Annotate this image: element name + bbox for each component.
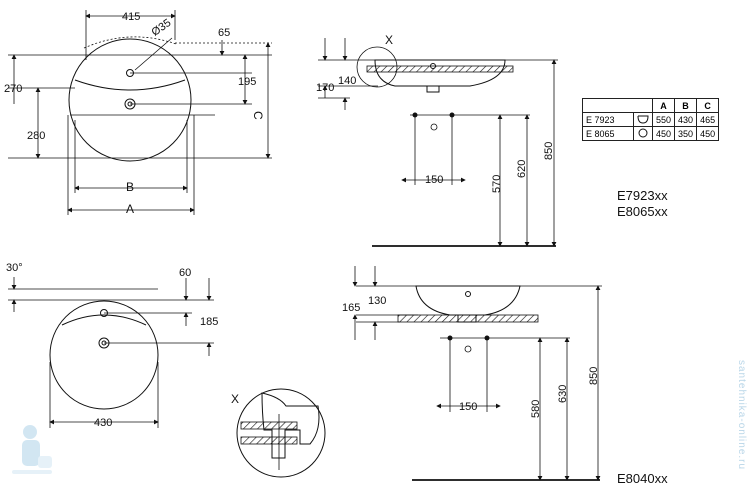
dim-570: 570 [491, 175, 503, 193]
spec-header-model [582, 98, 653, 113]
spec-model: E 7923 [582, 112, 634, 127]
dim-65: 65 [218, 27, 230, 39]
dim-130: 130 [368, 295, 386, 307]
semicircle-icon [633, 112, 653, 127]
dim-850-top: 850 [543, 142, 555, 160]
spec-c: 450 [696, 126, 720, 141]
spec-header-c: C [696, 98, 720, 113]
dim-580: 580 [530, 400, 542, 418]
bowl-plan-view: 30° 60 185 430 [6, 262, 218, 429]
detail-view-label: X [231, 392, 239, 406]
dim-415: 415 [122, 11, 140, 23]
dim-185: 185 [200, 316, 218, 328]
table-row: E 8065 450 350 450 [582, 126, 720, 141]
detail-x-label: X [385, 33, 393, 47]
dim-140: 140 [338, 75, 356, 87]
spec-header-b: B [674, 98, 698, 113]
dim-280: 280 [27, 130, 45, 142]
spec-table-header: A B C [582, 98, 720, 113]
dim-195: 195 [238, 76, 256, 88]
bowl-side-view: 165 130 150 580 630 850 [342, 266, 602, 481]
spec-a: 550 [651, 112, 676, 127]
dim-B: B [126, 180, 134, 194]
dim-150: 150 [425, 174, 443, 186]
model-label-e7923: E7923xx [617, 188, 668, 203]
spec-model: E 8065 [582, 126, 634, 141]
basin-side-view: X 140 170 150 570 620 850 [316, 33, 558, 247]
spec-header-a: A [651, 98, 676, 113]
detail-x-view: X [231, 388, 326, 478]
circle-icon [633, 126, 653, 141]
model-label-e8065: E8065xx [617, 204, 668, 219]
dim-165: 165 [342, 302, 360, 314]
table-row: E 7923 550 430 465 [582, 112, 720, 127]
dim-60: 60 [179, 267, 191, 279]
spec-a: 450 [651, 126, 676, 141]
dim-30deg: 30° [6, 262, 23, 274]
spec-b: 350 [674, 126, 698, 141]
dim-A: A [126, 202, 134, 216]
dim-270: 270 [4, 83, 22, 95]
spec-table: A B C E 7923 550 430 465 E 8065 450 350 … [582, 98, 720, 141]
dim-170: 170 [316, 82, 334, 94]
dim-620: 620 [516, 160, 528, 178]
dim-150-bottom: 150 [459, 401, 477, 413]
watermark: santehnika-online.ru [736, 360, 747, 471]
dim-C: C [251, 111, 265, 120]
model-label-e8040: E8040xx [617, 471, 668, 486]
spec-c: 465 [696, 112, 720, 127]
dim-d35: Ø35 [149, 17, 173, 39]
spec-b: 430 [674, 112, 698, 127]
basin-plan-view: 415 Ø35 65 195 270 280 C B A [4, 10, 272, 216]
dim-630: 630 [557, 385, 569, 403]
plumber-logo-icon [12, 425, 52, 474]
dim-850-bottom: 850 [588, 367, 600, 385]
dim-430: 430 [94, 417, 112, 429]
